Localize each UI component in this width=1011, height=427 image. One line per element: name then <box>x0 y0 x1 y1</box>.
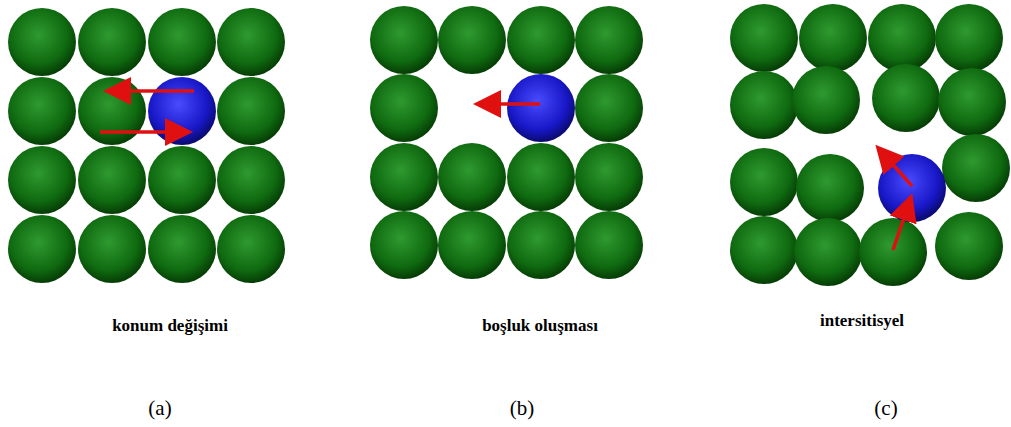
lattice-atom <box>78 77 146 145</box>
lattice-atom <box>575 6 643 74</box>
lattice-atom <box>8 146 76 214</box>
lattice-atom <box>859 218 927 286</box>
lattice-atom <box>938 68 1006 136</box>
lattice-atom <box>438 143 506 211</box>
lattice-atom <box>872 64 940 132</box>
lattice-atom <box>370 74 438 142</box>
lattice-atom <box>935 212 1003 280</box>
mechanism-caption: konum değişimi <box>112 316 228 336</box>
panel-letter: (c) <box>874 396 897 421</box>
lattice-atom <box>78 146 146 214</box>
lattice-atom <box>507 143 575 211</box>
lattice-atom <box>8 215 76 283</box>
lattice-atom <box>78 215 146 283</box>
mechanism-caption: boşluk oluşması <box>482 316 598 336</box>
lattice-atom <box>730 71 798 139</box>
lattice-atom <box>794 218 862 286</box>
lattice-atom <box>575 143 643 211</box>
lattice-atom <box>8 8 76 76</box>
lattice-atom <box>868 4 936 72</box>
lattice-atom <box>799 4 867 72</box>
lattice-atom <box>935 4 1003 72</box>
lattice-atom <box>438 6 506 74</box>
lattice-atom <box>575 211 643 279</box>
lattice-atom <box>507 211 575 279</box>
lattice-atom <box>370 211 438 279</box>
diffusing-atom <box>878 154 946 222</box>
lattice-atom <box>370 6 438 74</box>
lattice-atom <box>8 77 76 145</box>
diffusing-atom <box>507 74 575 142</box>
lattice-atom <box>730 148 798 216</box>
lattice-atom <box>507 6 575 74</box>
diffusing-atom <box>148 77 216 145</box>
lattice-atom <box>796 154 864 222</box>
lattice-atom <box>217 8 285 76</box>
lattice-atom <box>792 66 860 134</box>
mechanism-caption: intersitisyel <box>820 311 904 331</box>
lattice-atom <box>730 4 798 72</box>
lattice-atom <box>217 146 285 214</box>
lattice-atom <box>942 134 1010 202</box>
lattice-atom <box>730 216 798 284</box>
lattice-atom <box>438 211 506 279</box>
lattice-atom <box>148 146 216 214</box>
lattice-atom <box>370 143 438 211</box>
lattice-atom <box>217 215 285 283</box>
panel-letter: (a) <box>148 396 171 421</box>
lattice-atom <box>575 74 643 142</box>
lattice-atom <box>217 77 285 145</box>
lattice-atom <box>78 8 146 76</box>
lattice-atom <box>148 215 216 283</box>
panel-letter: (b) <box>510 396 535 421</box>
lattice-atom <box>148 8 216 76</box>
